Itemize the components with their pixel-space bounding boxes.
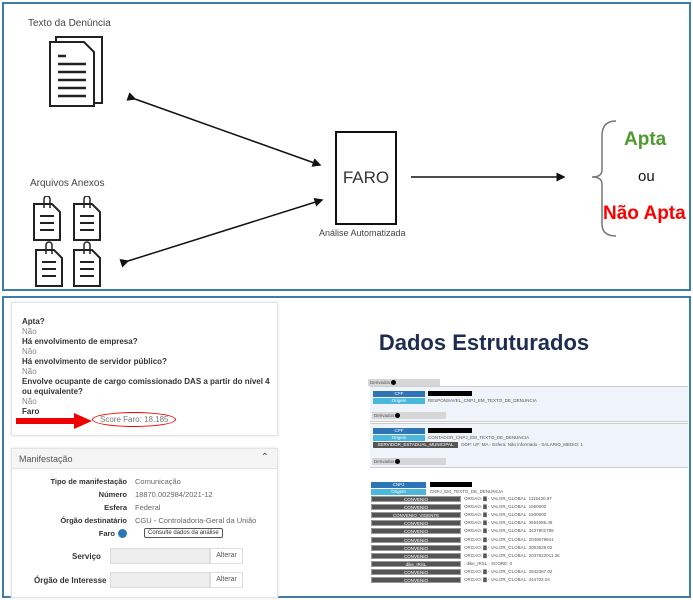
red-arrow-icon — [16, 413, 92, 429]
field-value: Comunicação — [135, 477, 181, 486]
servidor-tag: SERVIDOR_ESTADUAL_MUNICIPAL — [373, 442, 458, 448]
text-source-label: Texto da Denúncia — [28, 18, 111, 29]
cpf-block-1: CPF Origem RESPONSAVEL_CNPJ_EM_TEXTO_DE_… — [370, 386, 688, 422]
row-value: ORGAO: ▇ - VALOR_GLOBAL: 1500000 — [464, 512, 547, 518]
redacted — [430, 482, 472, 487]
row-tag: CONVENIO — [371, 552, 461, 559]
faro-box: FARO — [335, 131, 397, 225]
manifestacao-title: Manifestação — [19, 454, 73, 464]
count-badge — [391, 380, 397, 386]
derivados-label: Derivados — [370, 380, 391, 385]
cpf-block-2: CPF Origem CONTADOR_CNPJ_EM_TEXTO_DE_DEN… — [370, 423, 688, 468]
servico-label: Serviço — [72, 552, 101, 561]
answer: Não — [22, 397, 37, 406]
question: Há envolvimento de empresa? — [22, 337, 138, 346]
row-tag: CONVENIO — [371, 520, 461, 527]
redacted — [428, 391, 472, 396]
row-tag: dike_IRSL — [371, 560, 461, 567]
row-tag: CONVENIO — [371, 568, 461, 575]
question-list: Apta? Não Há envolvimento de empresa? Nã… — [22, 317, 272, 417]
attachments-label: Arquivos Anexos — [30, 178, 105, 189]
field-label: Tipo de manifestação — [50, 477, 127, 486]
faro-score: Score Faro: 18.185 — [92, 412, 177, 427]
consulte-dados-button[interactable]: Consulte dados da análise — [144, 528, 223, 538]
field-value: Federal — [135, 503, 161, 512]
engine-caption: Análise Automatizada — [319, 228, 406, 238]
answer: Não — [22, 367, 37, 376]
cnpj-block: CNPJ Origem CNPJ_EM_TEXTO_DE_DENUNCIA CO… — [368, 481, 690, 591]
derivados-bar[interactable]: Derivados — [372, 458, 446, 465]
field-label: Número — [98, 490, 127, 499]
origem-tag: Origem — [373, 435, 425, 441]
row-tag: CONVENIO — [371, 577, 461, 583]
answer: Não — [22, 347, 37, 356]
row-tag: CONVENIO_VIGENTE — [371, 512, 461, 519]
row-tag: CONVENIO — [371, 496, 461, 502]
row-tag: CONVENIO — [371, 504, 461, 511]
manifestacao-card: Manifestação ⌃ Tipo de manifestação Comun… — [11, 448, 278, 598]
question: Apta? — [22, 317, 45, 326]
row-value: ORGAO: ▇ - VALOR_GLOBAL: 3437802789 — [464, 528, 554, 534]
row-value: ORGAO: ▇ - VALOR_GLOBAL: 3053528.02 — [464, 544, 553, 550]
field-label: Órgão destinatário — [60, 516, 127, 525]
row-tag: CONVENIO — [371, 544, 461, 551]
row-value: ORGAO: ▇ - VALOR_GLOBAL: 2049679941 — [464, 536, 554, 542]
orgao-interesse-input[interactable] — [110, 572, 210, 588]
servidor-value: ODP: UF: MA - Esfera: Não informado - SA… — [461, 442, 584, 447]
origem-tag: Origem — [373, 398, 425, 404]
row-value: : dike_IRSL - SCORE: 0 — [464, 560, 513, 566]
result-or: ou — [638, 168, 655, 185]
cnpj-tag: CNPJ — [371, 482, 426, 488]
origem-value: CNPJ_EM_TEXTO_DE_DENUNCIA — [430, 489, 504, 494]
derivados-label: Derivados — [374, 459, 395, 464]
row-tag: CONVENIO — [371, 528, 461, 535]
manifestacao-header[interactable]: Manifestação ⌃ — [12, 449, 277, 469]
redacted — [428, 428, 472, 433]
servico-alterar-button[interactable]: Alterar — [210, 548, 243, 564]
row-tag: CONVENIO — [371, 536, 461, 543]
flow-arrows — [119, 92, 617, 268]
origem-value: RESPONSAVEL_CNPJ_EM_TEXTO_DE_DENUNCIA — [428, 398, 537, 403]
structured-title: Dados Estruturados — [378, 330, 590, 355]
faro-logo-icon — [118, 529, 127, 538]
field-label: Esfera — [104, 503, 127, 512]
field-value: 18870.002984/2021-12 — [135, 490, 213, 499]
attachments-icon — [33, 196, 101, 287]
row-value: ORGAO: ▇ - VALOR_GLOBAL: 1950000 — [464, 504, 547, 510]
answer: Não — [22, 327, 37, 336]
count-badge — [395, 413, 401, 419]
row-value: ORGAO: ▇ - VALOR_GLOBAL: 444702.04 — [464, 577, 550, 582]
origem-tag: Origem — [371, 489, 426, 495]
count-badge — [395, 459, 401, 465]
faro-flow-diagram: Texto da Denúncia Arquivos Anexos FARO A… — [2, 2, 691, 291]
result-nao-apta: Não Apta — [603, 203, 686, 224]
row-value: ORGAO: ▇ - VALOR_GLOBAL: 3554085.49 — [464, 520, 553, 526]
question: Há envolvimento de servidor público? — [22, 357, 167, 366]
question: Envolve ocupante de cargo comissionado D… — [22, 377, 270, 396]
field-label: Faro — [98, 529, 115, 538]
derivados-bar[interactable]: Derivados — [372, 412, 446, 419]
orgao-alterar-button[interactable]: Alterar — [210, 572, 243, 588]
origem-value: CONTADOR_CNPJ_EM_TEXTO_DE_DENUNCIA — [428, 435, 530, 440]
field-value: CGU - Controladoria-Geral da União — [135, 516, 257, 525]
faro-heading: Faro — [22, 407, 40, 416]
orgao-interesse-label: Órgão de Interesse — [34, 576, 107, 585]
chevron-up-icon[interactable]: ⌃ — [260, 452, 269, 463]
faro-label: FARO — [342, 168, 390, 187]
row-value: ORGAO: ▇ - VALOR_GLOBAL: 2037822011.36 — [464, 552, 560, 558]
cpf-tag: CPF — [373, 428, 425, 434]
derivados-label: Derivados — [374, 413, 395, 418]
document-icon — [49, 36, 103, 107]
row-value: ORGAO: ▇ - VALOR_GLOBAL: 1115430.97 — [464, 496, 552, 501]
cpf-tag: CPF — [373, 391, 425, 397]
result-apta: Apta — [624, 129, 667, 150]
row-value: ORGAO: ▇ - VALOR_GLOBAL: 2842387.02 — [464, 568, 553, 574]
derivados-bar[interactable]: Derivados — [368, 379, 440, 386]
faro-questions-card: Apta? Não Há envolvimento de empresa? Nã… — [11, 302, 278, 436]
servico-input[interactable] — [110, 548, 210, 564]
